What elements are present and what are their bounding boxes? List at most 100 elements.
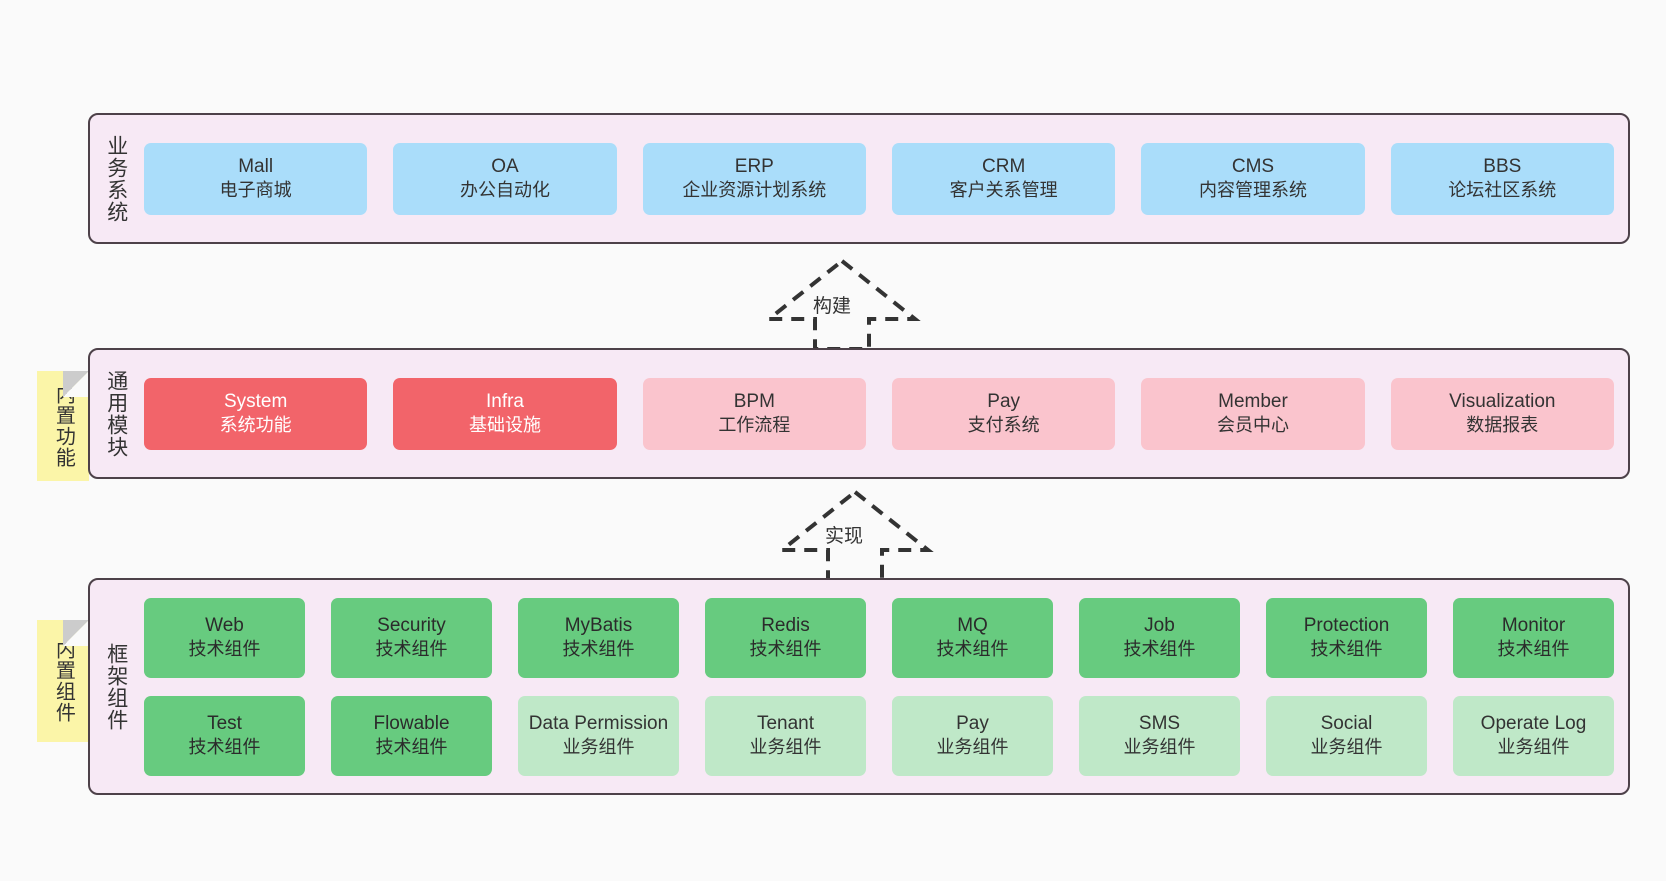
card-subtitle: 技术组件 bbox=[936, 639, 1009, 660]
card-test[interactable]: Test 技术组件 bbox=[144, 695, 305, 776]
layer-common-modules-body: System 系统功能 Infra 基础设施 BPM 工作流程 Pay 支付系统… bbox=[142, 350, 1628, 477]
card-subtitle: 内容管理系统 bbox=[1198, 180, 1307, 201]
card-title: Test bbox=[207, 713, 242, 735]
note-builtin-features-label: 内置功能 bbox=[52, 384, 75, 468]
card-subtitle: 业务组件 bbox=[562, 737, 635, 758]
card-bbs[interactable]: BBS 论坛社区系统 bbox=[1390, 142, 1614, 215]
card-infra[interactable]: Infra 基础设施 bbox=[393, 377, 617, 450]
card-flowable[interactable]: Flowable 技术组件 bbox=[331, 695, 492, 776]
card-title: Social bbox=[1320, 713, 1373, 735]
card-pay-component[interactable]: Pay 业务组件 bbox=[892, 695, 1053, 776]
card-subtitle: 技术组件 bbox=[1497, 639, 1570, 660]
card-title: Pay bbox=[987, 391, 1021, 413]
card-title: MQ bbox=[957, 615, 988, 637]
card-crm[interactable]: CRM 客户关系管理 bbox=[891, 142, 1116, 215]
card-mq[interactable]: MQ 技术组件 bbox=[892, 597, 1053, 678]
card-title: Infra bbox=[485, 391, 524, 413]
card-tenant[interactable]: Tenant 业务组件 bbox=[705, 695, 866, 776]
card-title: Monitor bbox=[1501, 615, 1566, 637]
card-monitor[interactable]: Monitor 技术组件 bbox=[1453, 597, 1614, 678]
card-operate-log[interactable]: Operate Log 业务组件 bbox=[1453, 695, 1614, 776]
card-mall[interactable]: Mall 电子商城 bbox=[144, 142, 368, 215]
card-title: Protection bbox=[1303, 615, 1390, 637]
card-subtitle: 工作流程 bbox=[718, 415, 791, 436]
card-title: Mall bbox=[238, 156, 274, 178]
card-subtitle: 技术组件 bbox=[562, 639, 635, 660]
connector-build-arrow-icon bbox=[757, 256, 927, 354]
card-subtitle: 技术组件 bbox=[188, 639, 261, 660]
layer-framework-components-body: Web 技术组件 Security 技术组件 MyBatis 技术组件 Redi… bbox=[142, 580, 1628, 793]
card-security[interactable]: Security 技术组件 bbox=[331, 597, 492, 678]
card-title: Security bbox=[377, 615, 446, 637]
card-subtitle: 企业资源计划系统 bbox=[682, 180, 827, 201]
card-subtitle: 办公自动化 bbox=[459, 180, 550, 201]
card-subtitle: 技术组件 bbox=[188, 737, 261, 758]
layer-business-systems: 业务系统 Mall 电子商城 OA 办公自动化 ERP 企业资源计划系统 CRM… bbox=[88, 113, 1630, 244]
card-pay[interactable]: Pay 支付系统 bbox=[891, 377, 1116, 450]
card-subtitle: 论坛社区系统 bbox=[1448, 180, 1557, 201]
card-subtitle: 业务组件 bbox=[749, 737, 822, 758]
card-title: Pay bbox=[956, 713, 989, 735]
card-title: OA bbox=[491, 156, 519, 178]
connector-build-label: 构建 bbox=[813, 296, 852, 317]
card-job[interactable]: Job 技术组件 bbox=[1079, 597, 1240, 678]
card-subtitle: 业务组件 bbox=[936, 737, 1009, 758]
note-builtin-components: 内置组件 bbox=[37, 620, 89, 742]
connector-implement-arrow-icon bbox=[770, 487, 940, 585]
card-title: Redis bbox=[761, 615, 810, 637]
card-subtitle: 技术组件 bbox=[749, 639, 822, 660]
card-member[interactable]: Member 会员中心 bbox=[1141, 377, 1365, 450]
card-title: Operate Log bbox=[1480, 713, 1587, 735]
card-title: Web bbox=[205, 615, 244, 637]
connector-implement-label: 实现 bbox=[825, 526, 864, 547]
card-social[interactable]: Social 业务组件 bbox=[1266, 695, 1427, 776]
card-subtitle: 业务组件 bbox=[1123, 737, 1196, 758]
layer-common-modules: 通用模块 System 系统功能 Infra 基础设施 BPM 工作流程 Pay… bbox=[88, 348, 1630, 479]
card-title: Tenant bbox=[756, 713, 815, 735]
card-row: Mall 电子商城 OA 办公自动化 ERP 企业资源计划系统 CRM 客户关系… bbox=[144, 142, 1614, 215]
card-subtitle: 客户关系管理 bbox=[949, 180, 1058, 201]
card-protection[interactable]: Protection 技术组件 bbox=[1266, 597, 1427, 678]
card-subtitle: 业务组件 bbox=[1497, 737, 1570, 758]
card-title: BBS bbox=[1483, 156, 1522, 178]
card-mybatis[interactable]: MyBatis 技术组件 bbox=[518, 597, 679, 678]
card-row: Test 技术组件 Flowable 技术组件 Data Permission … bbox=[144, 695, 1614, 776]
card-subtitle: 支付系统 bbox=[967, 415, 1040, 436]
layer-framework-components-label: 框架组件 bbox=[104, 642, 128, 731]
card-title: BPM bbox=[733, 391, 775, 413]
layer-common-modules-label: 通用模块 bbox=[104, 369, 128, 458]
card-system[interactable]: System 系统功能 bbox=[144, 377, 368, 450]
card-bpm[interactable]: BPM 工作流程 bbox=[642, 377, 866, 450]
card-data-permission[interactable]: Data Permission 业务组件 bbox=[518, 695, 679, 776]
card-subtitle: 业务组件 bbox=[1310, 737, 1383, 758]
card-title: MyBatis bbox=[564, 615, 633, 637]
card-sms[interactable]: SMS 业务组件 bbox=[1079, 695, 1240, 776]
note-builtin-components-label: 内置组件 bbox=[52, 639, 75, 723]
card-title: ERP bbox=[734, 156, 774, 178]
layer-framework-components: 框架组件 Web 技术组件 Security 技术组件 MyBatis 技术组件… bbox=[88, 578, 1630, 795]
card-row: Web 技术组件 Security 技术组件 MyBatis 技术组件 Redi… bbox=[144, 597, 1614, 678]
card-subtitle: 电子商城 bbox=[219, 180, 292, 201]
card-erp[interactable]: ERP 企业资源计划系统 bbox=[642, 142, 866, 215]
card-title: Job bbox=[1144, 615, 1175, 637]
card-title: Data Permission bbox=[528, 713, 669, 735]
card-oa[interactable]: OA 办公自动化 bbox=[393, 142, 617, 215]
card-visualization[interactable]: Visualization 数据报表 bbox=[1390, 377, 1614, 450]
card-subtitle: 技术组件 bbox=[1123, 639, 1196, 660]
card-title: CRM bbox=[982, 156, 1026, 178]
card-title: Flowable bbox=[373, 713, 450, 735]
card-title: Member bbox=[1218, 391, 1288, 413]
card-title: Visualization bbox=[1449, 391, 1556, 413]
card-title: CMS bbox=[1231, 156, 1275, 178]
card-row: System 系统功能 Infra 基础设施 BPM 工作流程 Pay 支付系统… bbox=[144, 377, 1614, 450]
card-subtitle: 基础设施 bbox=[468, 415, 541, 436]
card-subtitle: 技术组件 bbox=[375, 737, 448, 758]
card-subtitle: 数据报表 bbox=[1466, 415, 1539, 436]
card-cms[interactable]: CMS 内容管理系统 bbox=[1141, 142, 1365, 215]
card-subtitle: 系统功能 bbox=[219, 415, 292, 436]
card-subtitle: 技术组件 bbox=[1310, 639, 1383, 660]
card-web[interactable]: Web 技术组件 bbox=[144, 597, 305, 678]
card-title: System bbox=[223, 391, 288, 413]
card-redis[interactable]: Redis 技术组件 bbox=[705, 597, 866, 678]
